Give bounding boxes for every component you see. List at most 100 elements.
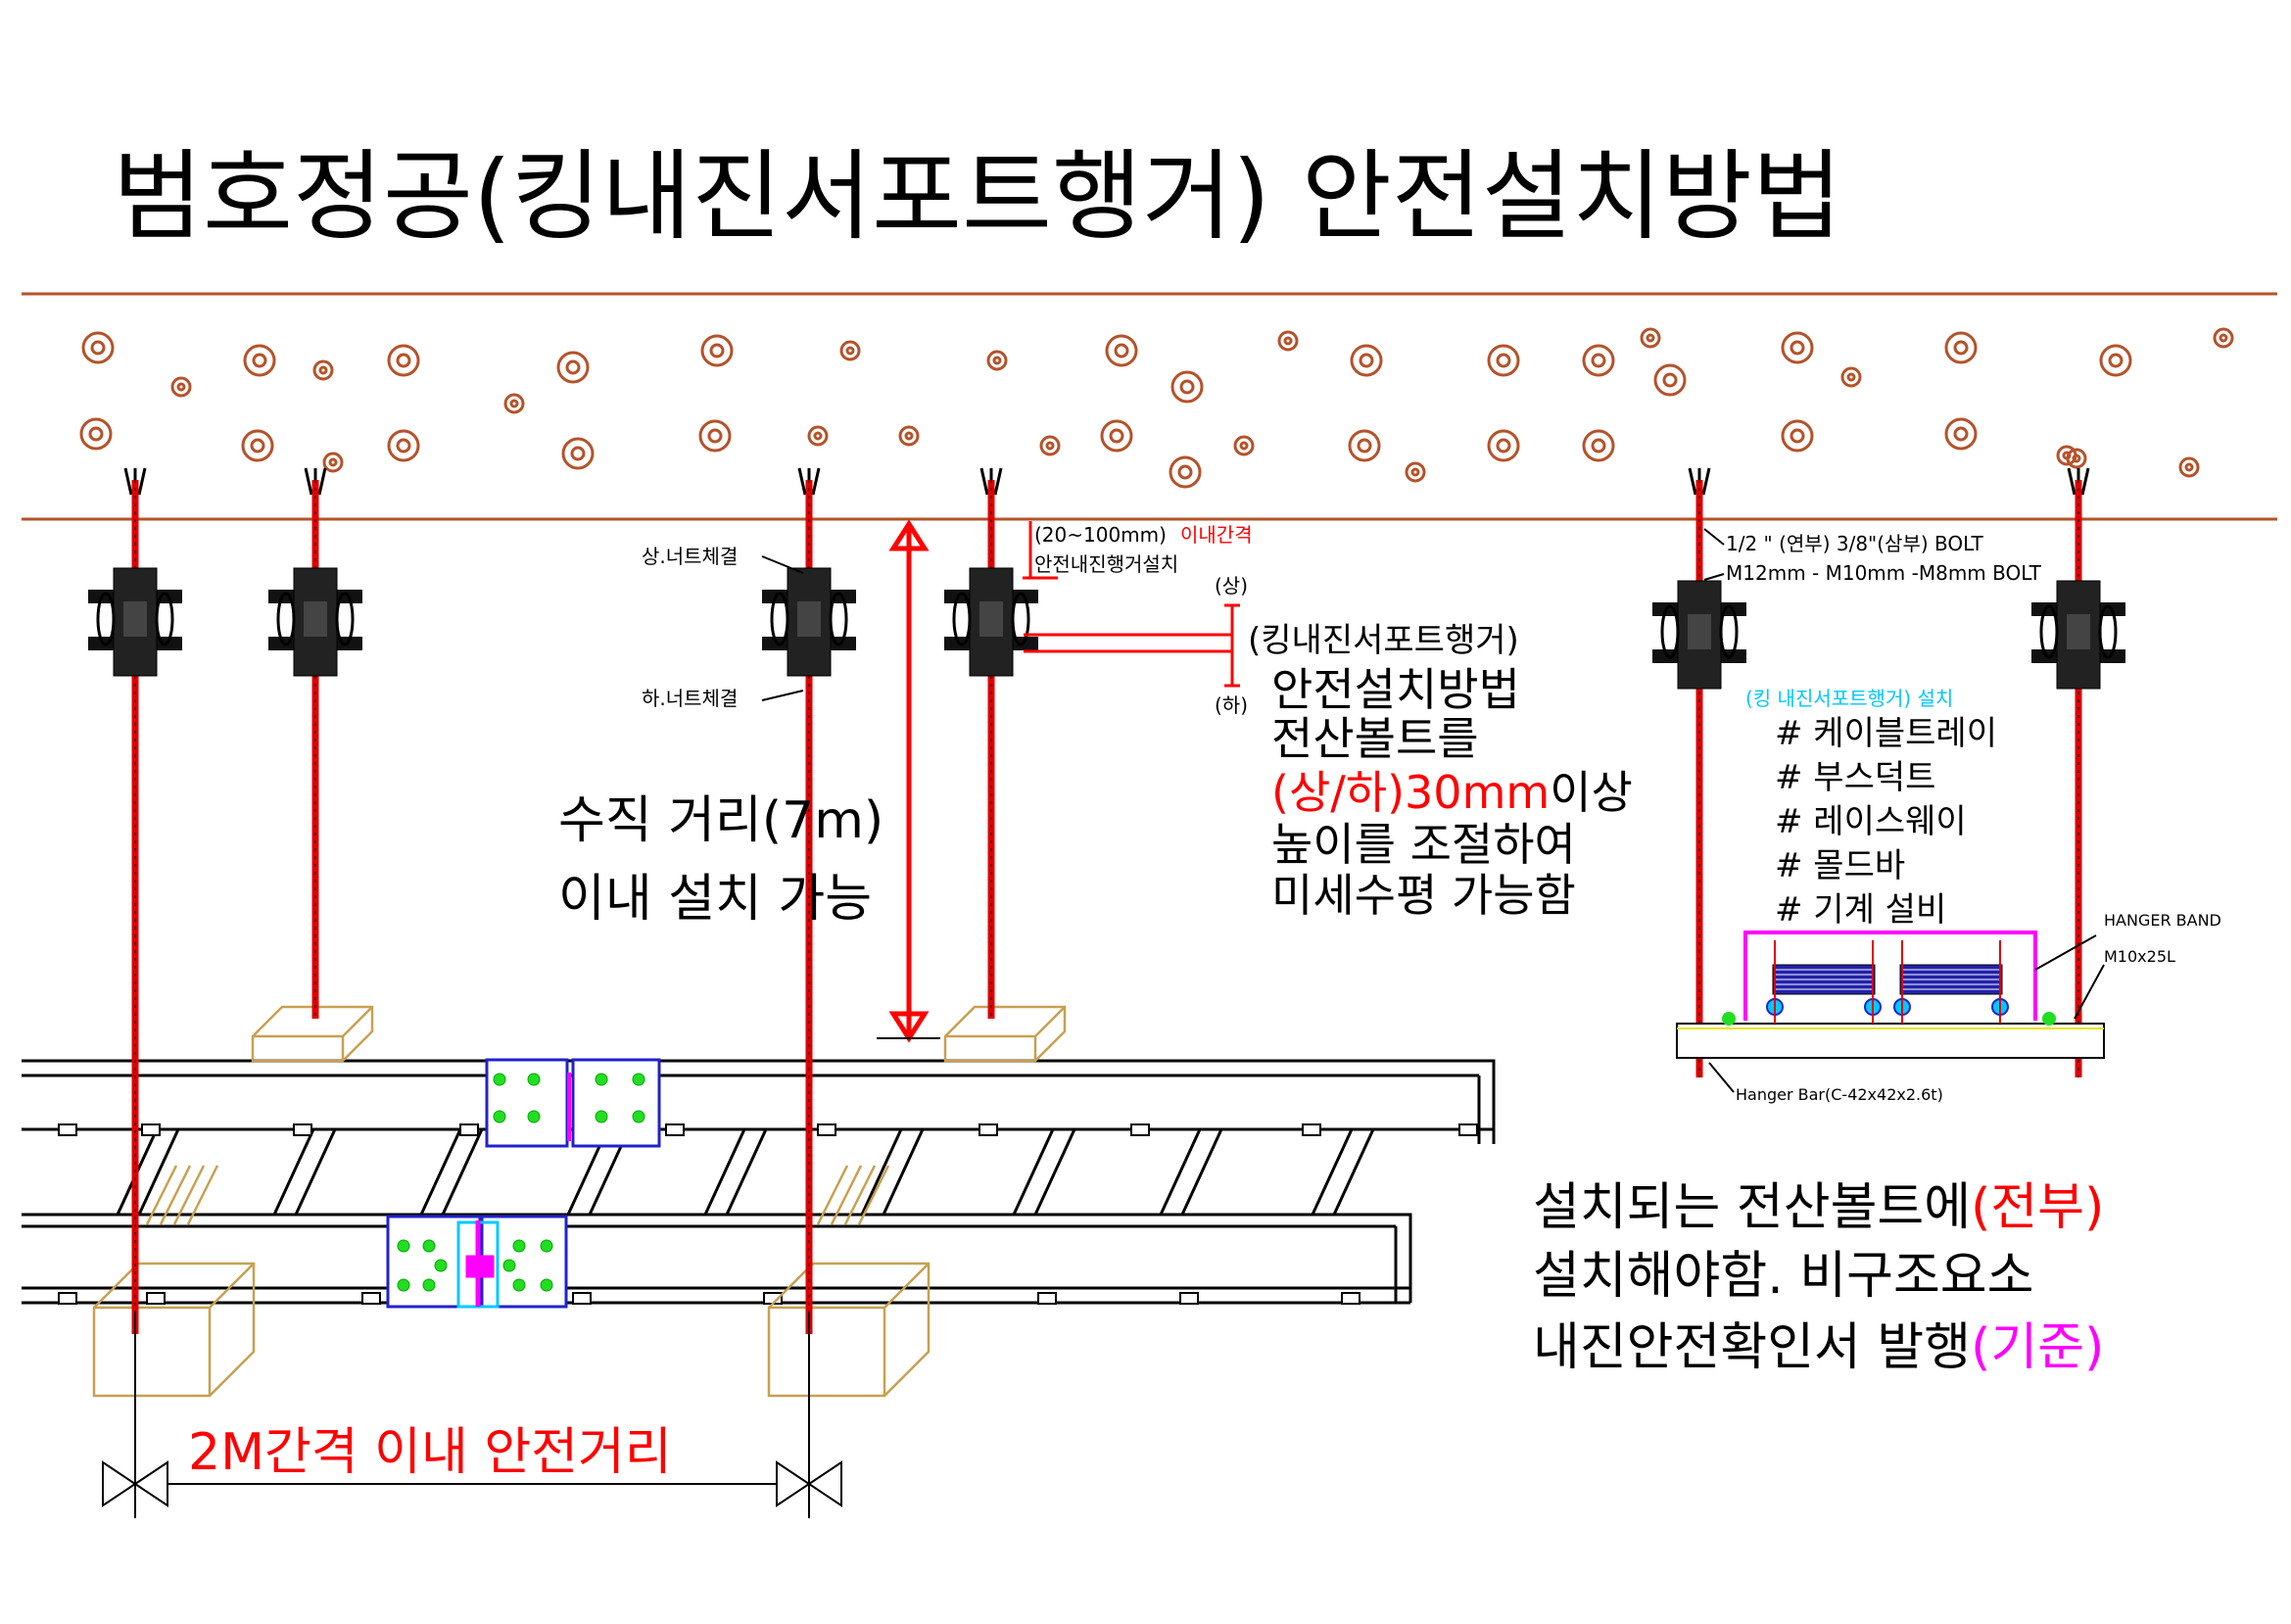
aggregate-core	[1410, 467, 1420, 477]
aggregate-stone	[2099, 344, 2132, 377]
concrete-aggregate	[79, 327, 2234, 489]
aggregate-stone	[898, 425, 920, 447]
aggregate-core	[2219, 333, 2228, 343]
rung-clip	[58, 1292, 77, 1305]
aggregate-stone	[312, 359, 334, 381]
aggregate-stone	[243, 344, 276, 377]
aggregate-core	[396, 353, 411, 368]
splice-bolt	[632, 1110, 645, 1123]
aggregate-stone	[1781, 419, 1814, 453]
tray-rung	[860, 1128, 925, 1216]
rung-clip	[572, 1292, 592, 1305]
pad-grain	[830, 1165, 863, 1225]
tray-rung	[419, 1128, 484, 1216]
bolt-size-label: M10x25L	[2104, 947, 2175, 966]
hanger-nut	[304, 601, 327, 637]
aggregate-stone	[79, 417, 113, 451]
tray-rung	[272, 1128, 337, 1216]
aggregate-stone	[986, 350, 1008, 371]
aggregate-core	[1496, 353, 1511, 368]
spacing-label: 2M간격 이내 안전거리	[188, 1423, 672, 1482]
rung-clip	[141, 1123, 161, 1136]
cable-tray-ladder	[22, 1059, 1496, 1305]
rung-clip	[1130, 1123, 1150, 1136]
aggregate-core	[1662, 372, 1678, 388]
aggregate-core	[904, 431, 914, 441]
labels: 상.너트체결 하.너트체결 (20~100mm) 이내간격 안전내진행거설치 (…	[188, 523, 2221, 1482]
splice-bolt	[493, 1073, 506, 1086]
aggregate-stone	[2178, 456, 2200, 478]
splice-bolts-back	[493, 1073, 645, 1123]
hanger-spring-right	[2098, 604, 2118, 659]
splice-bolt	[512, 1239, 526, 1253]
wood-pads	[92, 1005, 1067, 1398]
aggregate-stone	[1781, 331, 1814, 364]
aggregate-core	[1953, 426, 1969, 442]
aggregate-core	[813, 431, 823, 441]
hanger-band-label: HANGER BAND	[2104, 911, 2221, 930]
install-header: (킹 내진서포트행거) 설치	[1745, 687, 1953, 710]
seismic-hanger	[944, 567, 1038, 677]
splice-bolt	[595, 1073, 608, 1086]
vertical-distance-line-1: 수직 거리(7m)	[558, 791, 883, 850]
tray-rung	[1012, 1128, 1076, 1216]
aggregate-core	[1283, 336, 1293, 346]
hanger-nut	[2067, 614, 2090, 649]
wood-pad	[767, 1262, 931, 1398]
install-item-3: # 레이스웨이	[1775, 802, 1967, 841]
pad-grain	[145, 1165, 178, 1225]
aggregate-core	[509, 399, 519, 408]
hanger-nut	[123, 601, 147, 637]
aggregate-core	[318, 365, 328, 375]
splice-bolt	[422, 1239, 436, 1253]
aggregate-stone	[1944, 331, 1978, 364]
hanger-spring-left	[96, 592, 116, 646]
rung-clip	[459, 1123, 479, 1136]
spacing-dimension	[102, 1313, 842, 1518]
rung-clip	[817, 1123, 836, 1136]
method-line-4: 높이를 조절하여	[1271, 818, 1576, 871]
rung-clip	[1458, 1123, 1478, 1136]
pad-grain	[186, 1165, 219, 1225]
hanger-spring-right	[829, 592, 848, 646]
aggregate-stone	[503, 393, 525, 414]
bolt-spec-2: M12mm - M10mm -M8mm BOLT	[1726, 561, 2042, 585]
wood-pad	[92, 1262, 256, 1398]
lower-nut-label: 하.너트체결	[642, 687, 738, 710]
rung-clip	[58, 1123, 77, 1136]
splice-plate-front	[386, 1215, 568, 1309]
bolt-spec-1: 1/2 " (연부) 3/8"(삼부) BOLT	[1726, 532, 1984, 555]
hanger-spring-right	[155, 592, 174, 646]
aggregate-core	[1591, 438, 1606, 454]
rung-clip	[1179, 1292, 1199, 1305]
splice-bolt	[527, 1073, 541, 1086]
method-line-3: (상/하)30mm이상	[1271, 766, 1633, 819]
ceiling-slab	[22, 292, 2277, 521]
rung-clip	[1037, 1292, 1057, 1305]
aggregate-core	[1790, 428, 1805, 444]
splice-bolt	[434, 1259, 448, 1272]
aggregate-stone	[1170, 370, 1204, 404]
pad-grain	[816, 1165, 849, 1225]
aggregate-stone	[1277, 330, 1299, 352]
install-item-2: # 부스덕트	[1775, 758, 1935, 797]
aggregate-core	[1114, 343, 1129, 358]
aggregate-stone	[241, 429, 274, 462]
gap-install-label: 안전내진행거설치	[1034, 552, 1178, 576]
aggregate-core	[1109, 428, 1124, 444]
seismic-hanger	[268, 567, 362, 677]
aggregate-stone	[1405, 461, 1426, 483]
aggregate-core	[992, 356, 1002, 365]
note-line-2: 설치해야함. 비구조요소	[1533, 1247, 2033, 1306]
hanger-nut	[979, 601, 1003, 637]
splice-bolt	[540, 1278, 553, 1292]
aggregate-core	[88, 426, 104, 442]
hanger-nut	[1688, 614, 1711, 649]
aggregate-stone	[1582, 429, 1615, 462]
aggregate-core	[1846, 372, 1856, 382]
aggregate-stone	[1105, 334, 1138, 367]
aggregate-core	[2072, 454, 2081, 463]
detail-bolt	[2042, 1012, 2056, 1026]
aggregate-core	[252, 353, 267, 368]
seismic-hanger	[1652, 580, 1746, 690]
